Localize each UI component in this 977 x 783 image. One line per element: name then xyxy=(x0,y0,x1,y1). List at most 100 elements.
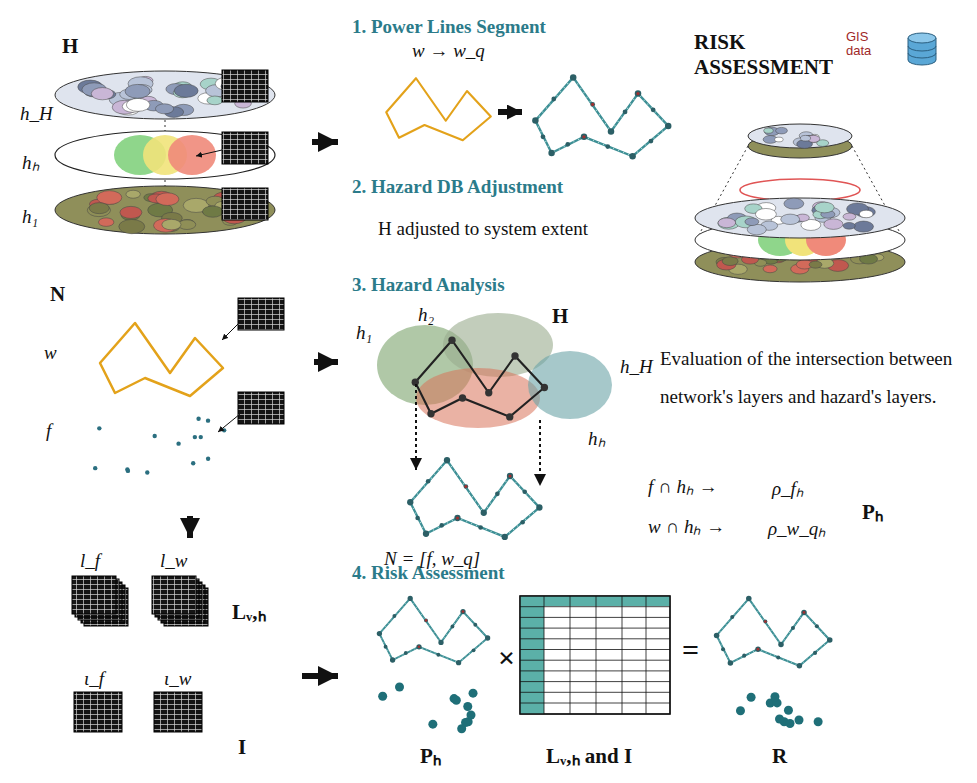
hazard-layers xyxy=(89,203,109,214)
risk-panel-text: 2. Hazard DB Adjustment xyxy=(352,176,563,199)
risk-formula-figure xyxy=(378,683,477,734)
hazard-layers xyxy=(97,191,122,205)
risk-formula-figure xyxy=(520,606,670,607)
hazard-analysis-figure xyxy=(412,337,549,421)
network-layers xyxy=(206,418,210,422)
hazard-blob-text: H xyxy=(62,34,78,59)
matrix-name: Pₕ xyxy=(420,744,441,769)
hazard-db-stack xyxy=(745,218,759,226)
risk-formula-figure xyxy=(466,710,475,719)
hazard-name: h₂ xyxy=(418,304,434,327)
network-layers xyxy=(100,323,223,396)
risk-formula-figure xyxy=(520,670,670,671)
table-stacks xyxy=(72,576,208,732)
hazard-analysis-figure xyxy=(459,394,466,401)
hazard-layers xyxy=(222,70,268,102)
network-blob: Nwf xyxy=(4,262,312,514)
risk-formula-figure xyxy=(520,660,670,661)
risk-formula-figure xyxy=(520,596,544,714)
hazard-db-stack xyxy=(763,127,829,148)
segmentation-figure xyxy=(386,78,491,140)
hazard-db-stack xyxy=(824,219,843,230)
vulnerability-blob-text: Lᵥ,ₕ xyxy=(232,600,266,625)
intersection-formula: w ∩ hₕ → xyxy=(648,516,725,539)
result-name: R xyxy=(772,744,787,769)
hazard-layers xyxy=(207,96,223,105)
risk-formula-figure xyxy=(520,703,670,704)
database-icon xyxy=(908,33,936,65)
hazard-analysis-figure xyxy=(415,340,544,417)
probability-blob-outline xyxy=(752,462,852,558)
network-layers xyxy=(238,392,284,424)
network-layers xyxy=(97,426,101,430)
hazard-db-stack xyxy=(747,224,766,234)
risk-formula-figure xyxy=(520,596,670,714)
hazard-layers xyxy=(203,206,224,217)
hazard-analysis-figure xyxy=(407,457,542,540)
risk-formula-figure xyxy=(596,596,597,714)
hazard-db-stack xyxy=(784,198,804,209)
probability-blob-text: Pₕ xyxy=(862,500,883,525)
hazard-analysis-figure xyxy=(528,351,612,419)
risk-formula-figure xyxy=(544,596,545,714)
hazard-db-stack xyxy=(695,198,905,238)
hazard-db-stack xyxy=(764,128,774,133)
risk-formula-figure xyxy=(747,693,756,702)
database-icon xyxy=(908,33,936,43)
network-formula: N = [f, w_q] xyxy=(384,548,480,571)
risk-formula-figure xyxy=(814,717,823,726)
network-layers xyxy=(93,416,226,474)
hazard-db-stack xyxy=(722,257,738,266)
flow-arrow xyxy=(302,673,338,679)
network-blob-text: f xyxy=(46,420,51,443)
risk-formula-figure xyxy=(463,702,472,711)
impact-blob-outline xyxy=(8,664,294,776)
risk-formula-figure xyxy=(770,692,779,701)
flow-arrow xyxy=(314,359,338,365)
risk-formula-figure xyxy=(736,706,745,715)
risk-formula-figure xyxy=(520,596,670,714)
risk-formula-figure xyxy=(775,715,784,724)
hazard-layers xyxy=(126,98,150,111)
hazard-db-stack xyxy=(718,218,736,228)
flow-arrow xyxy=(187,516,193,538)
hazard-db-stack xyxy=(800,135,810,141)
hazard-analysis-figure xyxy=(485,389,492,396)
hazard-db-stack xyxy=(775,137,783,142)
network-layers xyxy=(222,322,240,340)
hazard-db-stack xyxy=(854,221,874,232)
database-icon xyxy=(908,46,936,58)
network-layers xyxy=(193,435,197,439)
hazard-db-stack xyxy=(718,198,875,235)
network-layers xyxy=(199,435,203,439)
risk-formula-figure xyxy=(570,596,571,714)
hazard-layers xyxy=(155,104,173,114)
hazard-layers xyxy=(125,84,150,98)
segmentation-figure xyxy=(498,109,522,115)
title-box-border xyxy=(681,23,960,86)
risk-formula-figure xyxy=(377,596,491,666)
impact-blob-fill xyxy=(9,664,290,773)
risk-formula-figure xyxy=(428,720,437,729)
network-blob-fill xyxy=(13,266,306,507)
input-panel: l_fl_wLᵥ,ₕι_fι_wI xyxy=(2,540,300,781)
step-note: H adjusted to system extent xyxy=(378,218,588,241)
risk-formula-figure xyxy=(520,649,670,650)
hazard-blob-text: h₁ xyxy=(22,206,38,229)
impact-blob-text: ι_f xyxy=(84,668,104,691)
risk-formula-figure xyxy=(461,718,470,727)
risk-formula-figure xyxy=(395,683,404,692)
hazard-layers xyxy=(168,135,216,175)
hazard-db-stack xyxy=(859,210,873,218)
hazard-blob-text: hₕ xyxy=(22,152,40,175)
hazard-db-stack xyxy=(809,261,822,268)
table-stacks xyxy=(152,576,196,614)
intersection-formula: f ∩ hₕ → xyxy=(648,476,718,499)
operator-symbol: × xyxy=(498,640,515,676)
input-panel-outline xyxy=(2,540,300,781)
mapping-note: w → w_q xyxy=(412,40,485,63)
risk-formula-figure xyxy=(520,617,670,618)
hazard-layers xyxy=(55,186,275,234)
hazard-analysis-figure xyxy=(377,313,612,540)
